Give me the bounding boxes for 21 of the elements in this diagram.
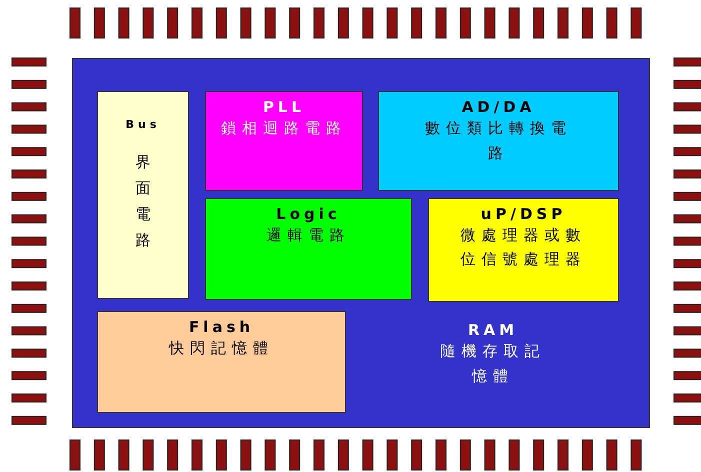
block-description: 微處理器或數位信號處理器 [460, 225, 588, 270]
block-description: 界面電路 [134, 152, 152, 251]
block-description: 邏輯電路 [266, 225, 350, 246]
block-description: 鎖相迴路電路 [220, 118, 348, 139]
block-title: AD/DA [462, 98, 536, 116]
chip-body [72, 58, 650, 428]
block-description: 隨機存取記憶體 [440, 341, 546, 387]
block-title: Bus [126, 118, 160, 131]
block-title: uP/DSP [480, 205, 566, 223]
block-title: Logic [276, 205, 341, 223]
circuit-block [205, 198, 412, 300]
block-description: 數位類比轉換電路 [424, 118, 573, 164]
circuit-block [378, 91, 619, 191]
block-description: 快閃記憶體 [169, 338, 274, 359]
block-title: RAM [468, 321, 518, 339]
circuit-block [428, 198, 619, 302]
block-title: PLL [262, 98, 306, 116]
circuit-block [97, 91, 189, 299]
block-title: Flash [188, 318, 254, 336]
circuit-block [97, 311, 346, 413]
circuit-block [205, 91, 363, 191]
